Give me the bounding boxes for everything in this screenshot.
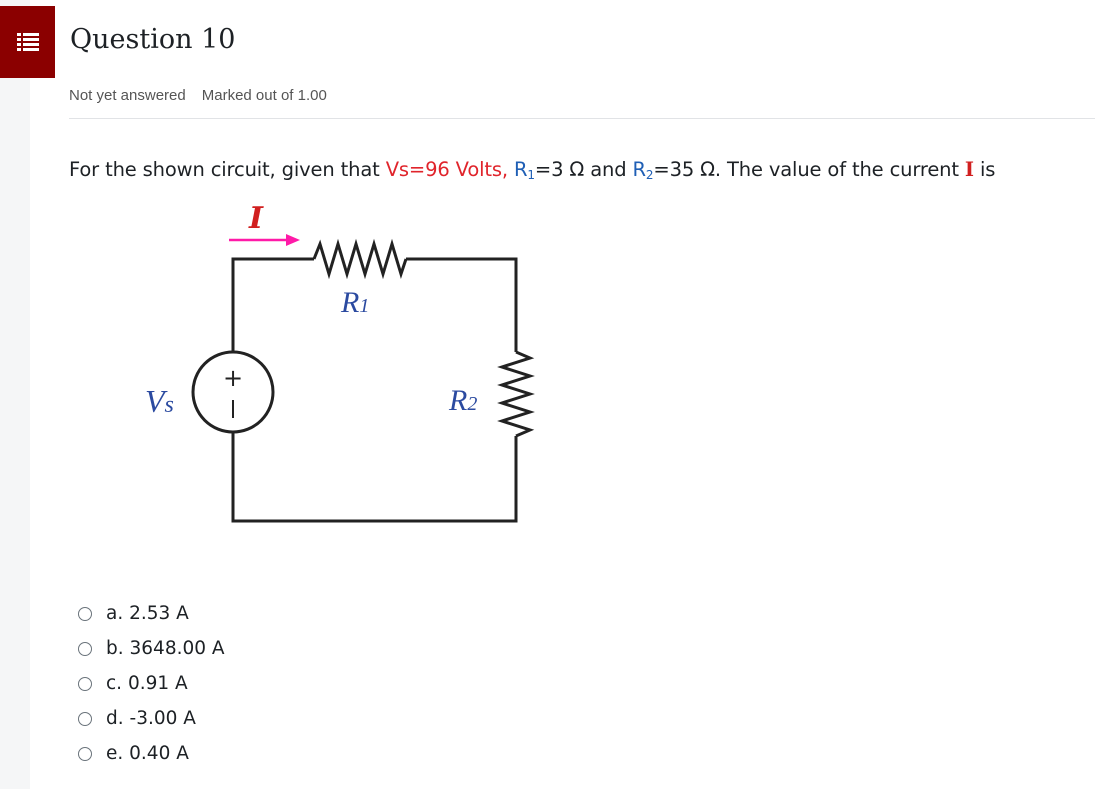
option-e[interactable]: e. 0.40 A	[78, 736, 225, 771]
and-text: and	[584, 158, 633, 181]
radio-d[interactable]	[78, 711, 92, 726]
radio-e[interactable]	[78, 746, 92, 761]
r2-value: =35 Ω	[653, 158, 715, 181]
answer-options: a. 2.53 A b. 3648.00 A c. 0.91 A d. -3.0…	[78, 596, 225, 771]
question-text-mid: . The value of the current	[714, 158, 965, 181]
question-navigation-button[interactable]	[0, 6, 55, 78]
question-status: Not yet answered Marked out of 1.00	[69, 87, 327, 104]
current-symbol: I	[964, 158, 974, 181]
r2-label: R2	[448, 384, 477, 417]
question-title: Question 10	[70, 24, 236, 55]
question-text: For the shown circuit, given that Vs=96 …	[69, 158, 995, 181]
option-b[interactable]: b. 3648.00 A	[78, 631, 225, 666]
radio-b[interactable]	[78, 641, 92, 656]
plus-sign: +	[223, 364, 243, 392]
circuit-diagram: I R1 R2 Vs +	[145, 201, 535, 523]
r1-symbol: R1	[513, 158, 535, 182]
radio-c[interactable]	[78, 676, 92, 691]
r2-symbol: R2	[632, 158, 654, 182]
radio-a[interactable]	[78, 606, 92, 621]
list-icon	[16, 33, 39, 51]
vs-value: Vs=96 Volts,	[385, 158, 508, 181]
question-text-suffix: is	[973, 158, 996, 181]
r1-value: =3 Ω	[534, 158, 585, 181]
option-a[interactable]: a. 2.53 A	[78, 596, 225, 631]
answer-status: Not yet answered	[69, 87, 186, 104]
option-c[interactable]: c. 0.91 A	[78, 666, 225, 701]
marked-out-of: Marked out of 1.00	[201, 87, 327, 104]
left-drawer-strip	[0, 0, 30, 789]
option-d[interactable]: d. -3.00 A	[78, 701, 225, 736]
question-text-prefix: For the shown circuit, given that	[69, 158, 386, 181]
current-label: I	[248, 201, 264, 236]
vs-label: Vs	[145, 383, 174, 419]
r1-label: R1	[340, 286, 369, 319]
divider	[69, 118, 1095, 119]
